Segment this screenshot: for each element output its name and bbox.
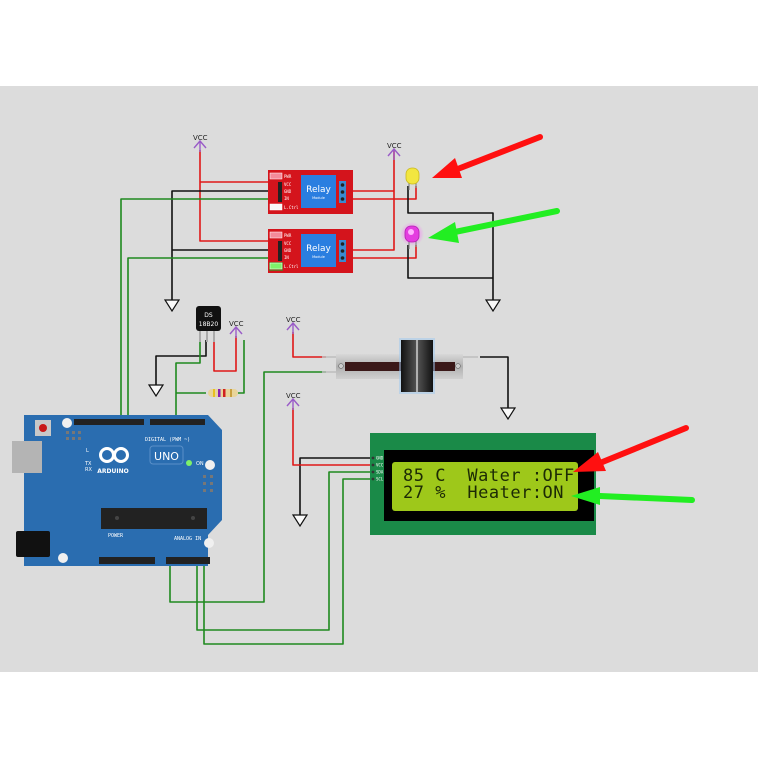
svg-text:PWR: PWR xyxy=(284,233,292,238)
arduino-uno[interactable]: DIGITAL (PWM ~) POWER ANALOG IN ARDUINO … xyxy=(12,415,222,566)
vcc-label: VCC xyxy=(387,142,402,150)
power-led xyxy=(186,460,192,466)
vcc-symbol-ds18b20 xyxy=(229,325,243,338)
vcc-symbol-relays-right xyxy=(387,147,401,160)
led-magenta[interactable] xyxy=(400,222,424,249)
ground-symbol xyxy=(499,407,517,421)
analog-label: ANALOG IN xyxy=(174,536,201,542)
relay-status-led xyxy=(269,262,283,270)
arduino-logo-icon xyxy=(99,447,129,463)
vcc-symbol-pot xyxy=(286,321,300,334)
svg-text:RX: RX xyxy=(85,467,92,473)
relay-title: Relay xyxy=(306,244,331,254)
relay-module-1[interactable]: PWR L.Ctrl VCC GND IN Relay Module xyxy=(268,170,353,214)
usb-port xyxy=(12,441,42,473)
wire-led1-gnd xyxy=(407,186,494,300)
relay-title: Relay xyxy=(306,185,331,195)
svg-text:Module: Module xyxy=(312,196,325,200)
svg-text:VCC: VCC xyxy=(376,463,384,468)
arrow-red-lcd xyxy=(573,425,689,472)
vcc-symbol-relays-left xyxy=(193,139,207,152)
wire-lcd-sda xyxy=(196,471,372,631)
wire-lcd-gnd xyxy=(299,457,372,515)
wire-ds-data xyxy=(175,340,206,418)
vcc-symbols xyxy=(193,139,401,410)
wire-gnd-relays xyxy=(171,190,268,300)
pullup-resistor[interactable] xyxy=(208,389,238,397)
wire-in-relay1 xyxy=(120,198,268,418)
svg-text:Module: Module xyxy=(312,255,325,259)
wire-vcc-relays xyxy=(199,150,268,242)
ground-symbol xyxy=(163,299,181,313)
vcc-label: VCC xyxy=(193,134,208,142)
lcd-row-2: 27 % Heater:ON xyxy=(403,483,564,503)
svg-text:L.Ctrl: L.Ctrl xyxy=(284,205,299,210)
lcd-row-1: 85 C Water :OFF xyxy=(403,466,575,486)
arrow-red-led xyxy=(432,134,543,178)
svg-text:IN: IN xyxy=(284,255,289,260)
vcc-label: VCC xyxy=(286,392,301,400)
svg-text:GND: GND xyxy=(376,456,384,461)
svg-text:ON: ON xyxy=(196,461,204,467)
wire-pot-signal xyxy=(169,371,326,603)
arrow-green-lcd xyxy=(571,487,695,505)
wire-pot-vcc xyxy=(292,332,326,358)
wire-pot-gnd xyxy=(480,356,509,408)
ground-symbols xyxy=(147,299,517,528)
digital-header-low xyxy=(150,419,205,425)
wire-vcc-relay-com xyxy=(353,150,395,251)
vcc-symbol-lcd xyxy=(286,397,300,410)
power-jack xyxy=(16,531,50,557)
svg-text:VCC: VCC xyxy=(284,182,292,187)
power-header xyxy=(99,557,155,564)
wire-relay2-led xyxy=(353,245,417,259)
wire-relay1-led xyxy=(353,186,417,200)
svg-text:SDA: SDA xyxy=(376,470,384,475)
wire-led2-gnd xyxy=(407,245,493,279)
wire-lcd-scl xyxy=(203,478,372,645)
svg-text:L.Ctrl: L.Ctrl xyxy=(284,264,299,269)
digital-header-high xyxy=(74,419,144,425)
wire-ds-gnd xyxy=(155,340,207,385)
arrow-green-led xyxy=(428,208,560,243)
annotation-arrows xyxy=(428,134,695,505)
wire-ds-vcc xyxy=(213,336,237,372)
digital-label: DIGITAL (PWM ~) xyxy=(145,437,190,443)
svg-text:GND: GND xyxy=(284,189,292,194)
wire-in-relay2 xyxy=(127,257,268,418)
analog-header xyxy=(166,557,210,564)
vcc-label: VCC xyxy=(286,316,301,324)
ground-symbol xyxy=(484,299,502,313)
power-label: POWER xyxy=(108,533,124,539)
ds18b20-sensor[interactable]: DS 18B20 xyxy=(196,306,221,342)
relay-status-led xyxy=(269,203,283,211)
svg-text:VCC: VCC xyxy=(284,241,292,246)
arduino-model: UNO xyxy=(154,450,179,463)
ground-symbol xyxy=(147,384,165,398)
svg-text:SCL: SCL xyxy=(376,477,384,482)
slide-potentiometer[interactable] xyxy=(322,338,478,394)
svg-text:L: L xyxy=(86,448,89,454)
sensor-label-1: DS xyxy=(204,312,213,319)
vcc-label: VCC xyxy=(229,320,244,328)
led-yellow[interactable] xyxy=(405,167,420,190)
ground-symbol xyxy=(291,514,309,528)
mcu-chip xyxy=(101,508,207,529)
wire-resistor-vcc xyxy=(238,340,245,394)
sensor-label-2: 18B20 xyxy=(199,321,219,328)
svg-text:TX: TX xyxy=(84,461,92,467)
lcd-16x2[interactable]: 85 C Water :OFF 27 % Heater:ON GND VCC S… xyxy=(370,433,596,535)
svg-text:GND: GND xyxy=(284,248,292,253)
arduino-brand: ARDUINO xyxy=(97,468,128,475)
wire-lcd-vcc xyxy=(292,408,372,466)
relay-module-2[interactable]: PWR L.Ctrl VCC GND IN Relay Module xyxy=(268,229,353,273)
svg-text:PWR: PWR xyxy=(284,174,292,179)
svg-text:IN: IN xyxy=(284,196,289,201)
